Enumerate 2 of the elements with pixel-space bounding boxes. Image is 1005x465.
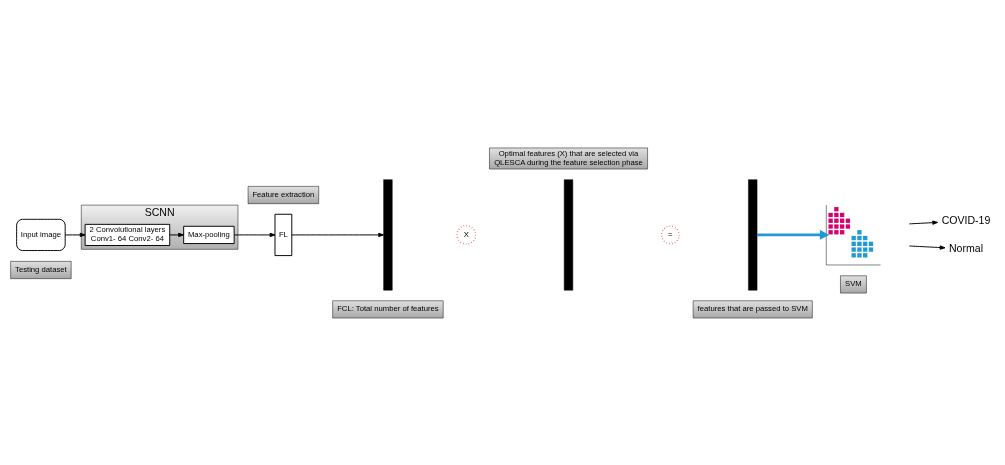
node-text: Normal [949,241,984,254]
node-text: COVID-19 [941,213,991,226]
